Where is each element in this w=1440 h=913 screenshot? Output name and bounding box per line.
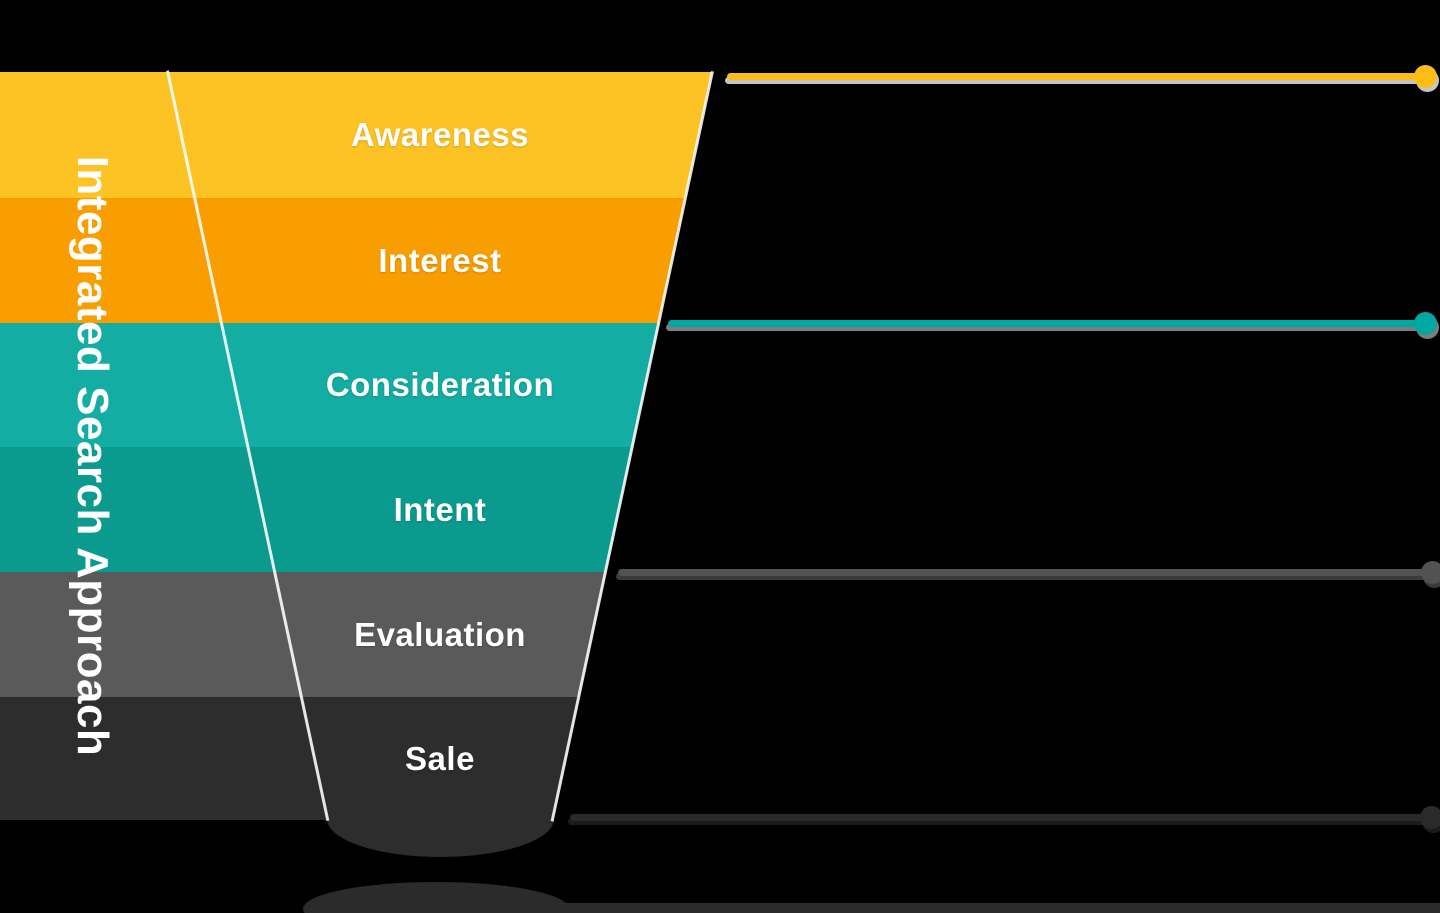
stage-label-consideration: Consideration — [325, 366, 555, 403]
connector-line-evaluation — [618, 569, 1436, 576]
funnel-stage-intent — [0, 447, 712, 572]
connector-line-sale — [570, 814, 1434, 821]
side-title: Integrated Search Approach — [68, 155, 117, 757]
connector-shadow-consideration — [666, 324, 1424, 331]
connector-dot-consideration — [1414, 312, 1437, 335]
ground-shadow-strip — [430, 903, 1440, 913]
connector-line-consideration — [668, 320, 1426, 327]
stage-label-awareness: Awareness — [350, 116, 530, 153]
connector-shadow-awareness — [725, 77, 1424, 84]
funnel-tip — [327, 819, 554, 857]
connector-dot-evaluation — [1421, 561, 1440, 584]
connector-dot-awareness — [1414, 65, 1437, 88]
stage-label-intent: Intent — [393, 490, 487, 528]
connector-dot-sale — [1420, 806, 1440, 829]
connector-shadow-sale — [568, 818, 1432, 825]
stage-label-sale: Sale — [405, 739, 475, 777]
funnel-stage-consideration — [0, 323, 712, 447]
stage-label-evaluation: Evaluation — [354, 615, 526, 653]
funnel-stage-interest — [0, 198, 712, 323]
stage-label-interest: Interest — [378, 241, 502, 279]
connector-line-awareness — [727, 73, 1426, 80]
funnel-stage-awareness — [0, 72, 712, 198]
connector-shadow-evaluation — [616, 573, 1434, 580]
